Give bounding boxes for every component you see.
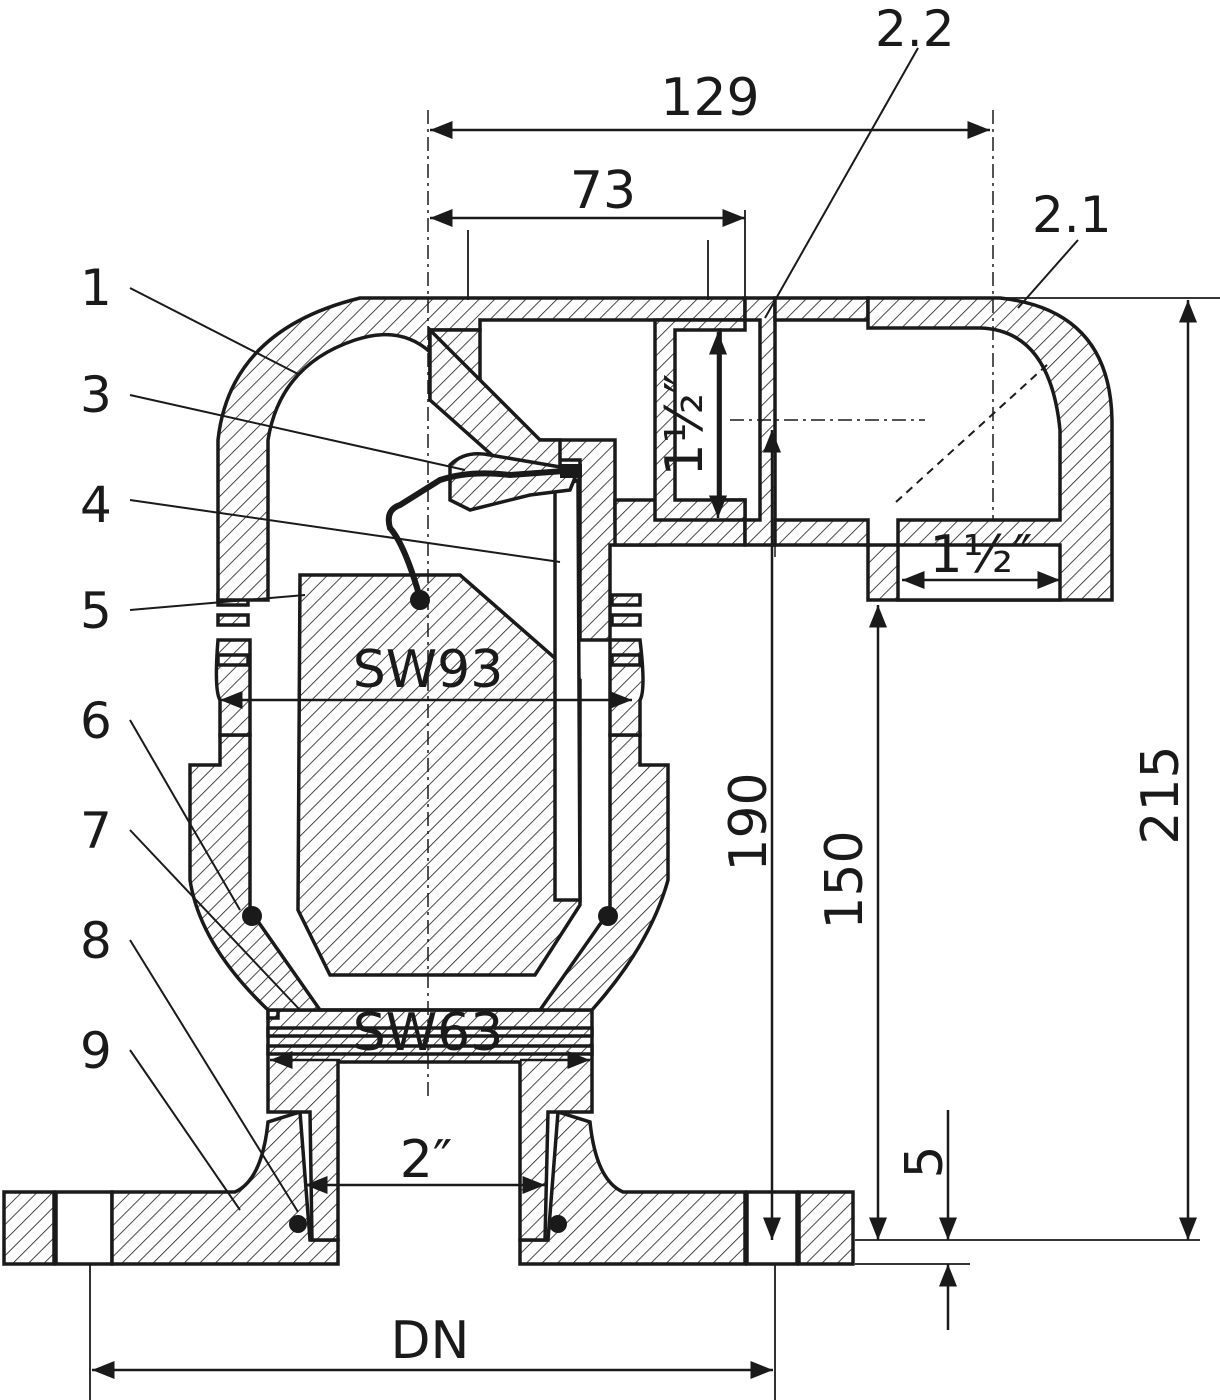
dim-sw93: SW93 [353, 640, 504, 700]
dim-sw63: SW63 [353, 1003, 504, 1063]
label-part-8: 8 [80, 912, 112, 970]
label-part-1: 1 [80, 259, 112, 317]
label-part-5: 5 [80, 582, 112, 640]
dim-5: 5 [895, 1145, 955, 1178]
label-part-3: 3 [80, 366, 112, 424]
label-part-9: 9 [80, 1022, 112, 1080]
dimension-texts: 129 73 SW93 SW63 2″ 1½″ 1½″ 190 150 215 … [353, 68, 1191, 1371]
o-ring-seals [242, 906, 618, 1233]
label-part-7: 7 [80, 802, 112, 860]
housing-body [188, 593, 670, 1012]
label-part-6: 6 [80, 692, 112, 750]
leader-lines [129, 47, 1079, 1213]
dim-150: 150 [815, 830, 875, 929]
dim-dn: DN [391, 1311, 470, 1371]
dim-thread-1half-outlet: 1½″ [930, 525, 1033, 585]
float-and-flap [296, 325, 582, 977]
part-number-labels: 1 3 4 5 6 7 8 9 2.1 2.2 [80, 0, 1112, 1080]
dim-190: 190 [719, 772, 779, 871]
dim-129: 129 [660, 68, 759, 128]
dim-73: 73 [570, 161, 636, 221]
dim-thread-1half-union: 1½″ [655, 374, 715, 477]
dim-thread-2in: 2″ [400, 1130, 453, 1190]
label-part-4: 4 [80, 476, 112, 534]
outlet-union [653, 296, 1114, 602]
dimension-lines [92, 121, 1197, 1379]
dim-215: 215 [1131, 745, 1191, 844]
lower-socket [266, 1008, 594, 1242]
label-part-2-1: 2.1 [1032, 186, 1112, 244]
label-part-2-2: 2.2 [875, 0, 955, 58]
